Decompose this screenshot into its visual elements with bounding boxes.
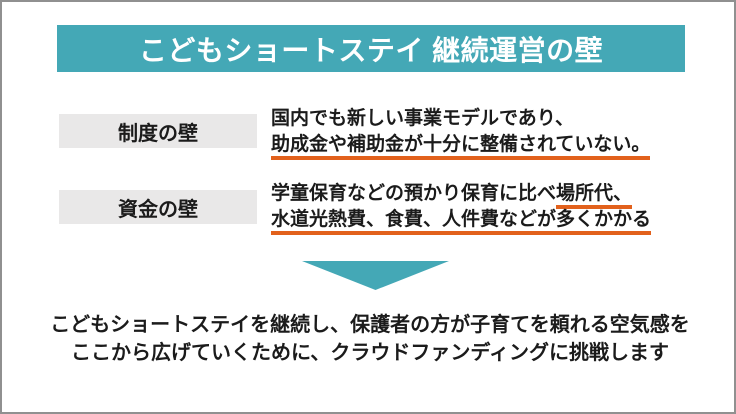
description-funding-wall: 学童保育などの預かり保育に比べ場所代、 水道光熱費、食費、人件費などが多くかかる xyxy=(271,182,652,235)
description-line: 助成金や補助金が十分に整備されていない。 xyxy=(271,133,651,160)
description-line: 水道光熱費、食費、人件費などが多くかかる xyxy=(271,208,652,235)
conclusion-text: こどもショートステイを継続し、保護者の方が子育てを頼れる空気感を ここから広げて… xyxy=(2,311,734,367)
underlined-text: 水道光熱費、食費、人件費などが多くかかる xyxy=(271,209,652,235)
title-banner: こどもショートステイ 継続運営の壁 xyxy=(57,25,685,72)
conclusion-line-2: ここから広げていくために、クラウドファンディングに挑戦します xyxy=(71,342,669,364)
description-text: 学童保育などの預かり保育に比べ xyxy=(271,183,557,204)
label-box-funding-wall: 資金の壁 xyxy=(59,190,257,224)
underlined-text: 場所代、 xyxy=(556,183,633,209)
slide-title: こどもショートステイ 継続運営の壁 xyxy=(138,34,604,66)
label-system-wall: 制度の壁 xyxy=(118,122,198,145)
description-text: 国内でも新しい事業モデルであり、 xyxy=(271,108,575,129)
underlined-text: 助成金や補助金が十分に整備されていない。 xyxy=(271,134,651,160)
description-system-wall: 国内でも新しい事業モデルであり、 助成金や補助金が十分に整備されていない。 xyxy=(271,107,651,160)
description-line: 学童保育などの預かり保育に比べ場所代、 xyxy=(271,182,651,209)
down-arrow-icon xyxy=(302,261,449,290)
conclusion-line-1: こどもショートステイを継続し、保護者の方が子育てを頼れる空気感を xyxy=(50,314,690,336)
label-box-system-wall: 制度の壁 xyxy=(59,114,257,148)
description-line: 国内でも新しい事業モデルであり、 xyxy=(271,107,650,133)
label-funding-wall: 資金の壁 xyxy=(118,198,198,221)
